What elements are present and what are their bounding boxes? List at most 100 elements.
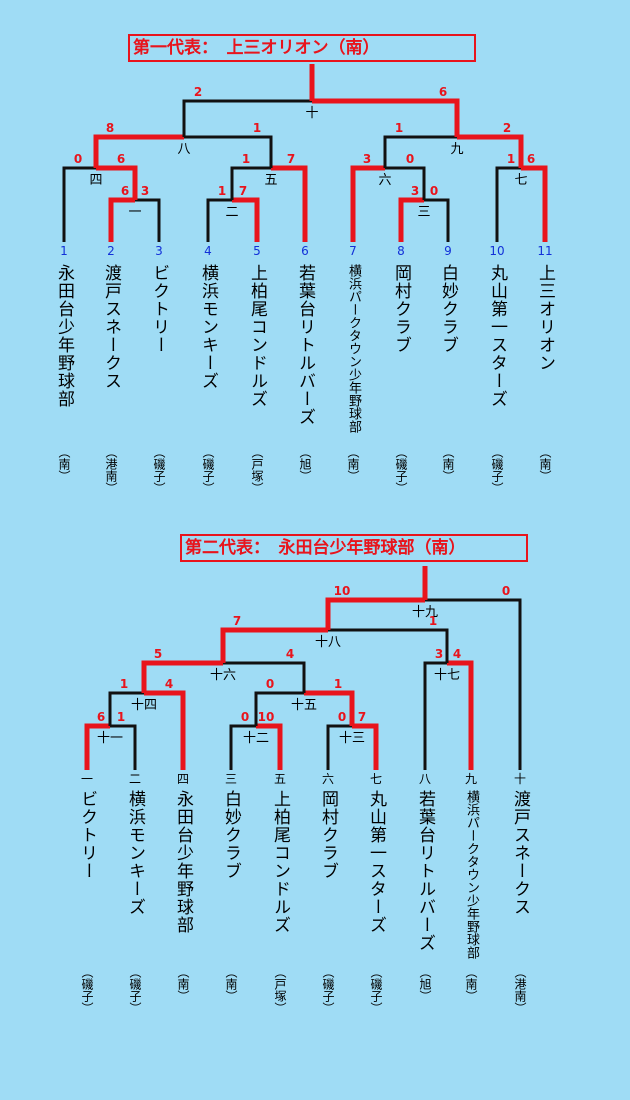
score-left: 6 <box>121 184 129 198</box>
match-line-left <box>141 660 223 693</box>
match-label: 七 <box>514 173 527 188</box>
team-name: 若葉台リトルバーズ <box>415 790 435 952</box>
team-number: 11 <box>537 244 553 258</box>
team-name: 白妙クラブ <box>221 790 241 880</box>
match-line-left <box>84 723 110 770</box>
team-name: 白妙クラブ <box>438 264 458 354</box>
match-line-right <box>304 690 355 726</box>
score-right: 6 <box>439 85 447 99</box>
match-line-left <box>229 724 256 770</box>
team-area: （港南） <box>104 446 118 494</box>
team-name: 永田台少年野球部 <box>173 790 193 934</box>
team-number: 9 <box>444 244 452 258</box>
team-number: 三 <box>224 772 237 786</box>
match-line-left <box>383 135 457 168</box>
score-left: 6 <box>97 710 105 724</box>
team-name: 上柏尾コンドルズ <box>270 790 290 934</box>
match-line-left <box>326 724 352 770</box>
match-label: 十六 <box>210 668 236 683</box>
match-line-left <box>230 166 271 200</box>
team-area: （磯子） <box>321 966 335 1014</box>
team-area: （磯子） <box>201 446 215 494</box>
match-line-right <box>96 165 138 200</box>
team-area: （南） <box>346 446 360 482</box>
score-right: 7 <box>287 152 295 166</box>
match-line-left <box>325 597 425 630</box>
score-right: 0 <box>430 184 438 198</box>
bracket1-title: 第一代表： 上三オリオン（南） <box>128 34 476 62</box>
match-label: 十三 <box>339 731 365 746</box>
score-right: 1 <box>334 677 342 691</box>
score-left: 1 <box>242 152 250 166</box>
match-line-right <box>447 660 474 770</box>
match-line-right <box>385 166 426 200</box>
score-left: 1 <box>507 152 515 166</box>
team-number: 1 <box>60 244 68 258</box>
team-area: （磯子） <box>128 966 142 1014</box>
team-area: （南） <box>224 966 238 1002</box>
team-area: （磯子） <box>394 446 408 494</box>
team-number: 五 <box>273 772 286 786</box>
team-number: 七 <box>369 772 382 786</box>
team-number: 四 <box>176 772 189 786</box>
score-left: 0 <box>338 710 346 724</box>
team-name: 永田台少年野球部 <box>54 264 74 408</box>
match-line-right <box>328 628 449 663</box>
match-label: 十一 <box>97 731 123 746</box>
team-area: （旭） <box>298 446 312 482</box>
team-name: 横浜パークタウン少年野球部 <box>464 790 479 959</box>
team-name: 丸山第一スターズ <box>366 790 386 934</box>
team-area: （戸塚） <box>250 446 264 494</box>
match-line-left <box>398 197 424 242</box>
score-left: 3 <box>411 184 419 198</box>
match-label: 十四 <box>131 698 157 713</box>
team-name: 横浜モンキーズ <box>125 790 145 916</box>
score-left: 0 <box>241 710 249 724</box>
team-name: 渡戸スネークス <box>101 264 121 390</box>
team-name: ビクトリー <box>77 790 97 880</box>
score-right: 3 <box>141 184 149 198</box>
match-line-left <box>350 165 385 242</box>
score-left: 8 <box>106 121 114 135</box>
match-line-right <box>144 690 186 770</box>
match-label: 二 <box>225 205 238 220</box>
team-name: 岡村クラブ <box>318 790 338 880</box>
team-name: 渡戸スネークス <box>510 790 530 916</box>
team-number: 7 <box>349 244 357 258</box>
match-label: 十七 <box>434 668 460 683</box>
match-line-left <box>182 99 312 137</box>
score-left: 7 <box>233 614 241 628</box>
score-left: 1 <box>120 677 128 691</box>
team-name: 上三オリオン <box>535 264 555 372</box>
score-left: 1 <box>395 121 403 135</box>
bracket2-title: 第二代表： 永田台少年野球部（南） <box>180 534 528 562</box>
team-area: （南） <box>176 966 190 1002</box>
team-number: 8 <box>397 244 405 258</box>
team-area: （南） <box>57 446 71 482</box>
team-area: （磯子） <box>369 966 383 1014</box>
team-number: 2 <box>107 244 115 258</box>
match-label: 六 <box>378 173 391 188</box>
match-label: 十 <box>305 106 318 121</box>
match-line-right <box>184 135 273 168</box>
match-line-right <box>271 165 308 242</box>
score-left: 3 <box>435 647 443 661</box>
match-line-left <box>254 691 304 726</box>
team-name: 丸山第一スターズ <box>487 264 507 408</box>
match-line-right <box>424 198 450 242</box>
score-left: 5 <box>154 647 162 661</box>
match-label: 一 <box>128 205 141 220</box>
match-label: 五 <box>264 173 277 188</box>
team-name: 横浜モンキーズ <box>198 264 218 390</box>
team-number: 6 <box>301 244 309 258</box>
team-number: 4 <box>204 244 212 258</box>
score-right: 6 <box>117 152 125 166</box>
score-right: 4 <box>453 647 461 661</box>
score-left: 2 <box>194 85 202 99</box>
match-label: 九 <box>450 142 463 157</box>
team-number: 一 <box>80 772 93 786</box>
match-line-left <box>108 691 144 726</box>
match-line-left <box>62 166 96 242</box>
match-line-right <box>110 724 137 770</box>
match-label: 八 <box>177 142 190 157</box>
